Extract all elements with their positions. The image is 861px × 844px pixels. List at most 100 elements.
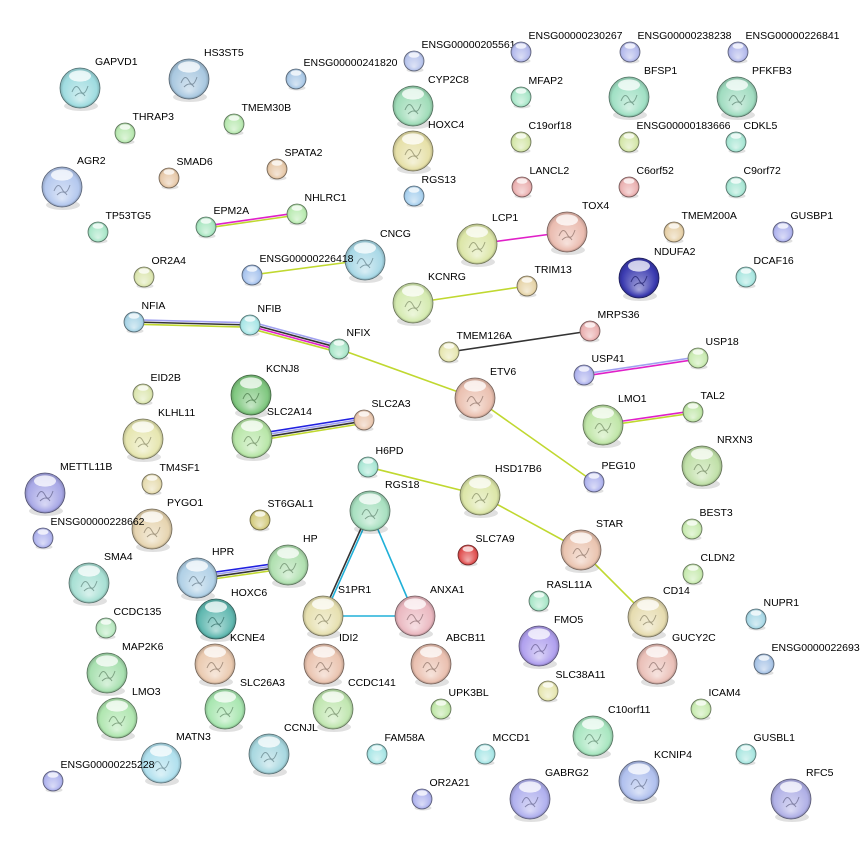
- node-hsd17b6[interactable]: HSD17B6: [459, 463, 542, 518]
- edge-nfia-nfib[interactable]: [133, 319, 251, 328]
- node-eid2b[interactable]: EID2B: [132, 372, 181, 406]
- node-lmo1[interactable]: LMO1: [582, 393, 647, 448]
- node-cd14[interactable]: CD14: [627, 585, 690, 640]
- node-ensg00000238238[interactable]: ENSG00000238238: [619, 30, 732, 64]
- node-klhl11[interactable]: KLHL11: [122, 407, 195, 462]
- node-slc38a11[interactable]: SLC38A11: [537, 669, 606, 703]
- node-c19orf18[interactable]: C19orf18: [510, 120, 572, 154]
- node-cncg[interactable]: CNCG: [344, 228, 411, 283]
- node-sma4[interactable]: SMA4: [68, 551, 133, 606]
- node-tmem30b[interactable]: TMEM30B: [223, 102, 291, 136]
- node-ccnjl[interactable]: CCNJL: [248, 722, 318, 777]
- node-mettl11b[interactable]: METTL11B: [24, 461, 112, 516]
- node-rasl11a[interactable]: RASL11A: [528, 579, 592, 613]
- node-s1pr1[interactable]: S1PR1: [302, 584, 371, 639]
- edge-epm2a-nhlrc1[interactable]: [205, 212, 298, 229]
- node-c6orf52[interactable]: C6orf52: [618, 165, 674, 199]
- node-tmem200a[interactable]: TMEM200A: [663, 210, 737, 244]
- node-hoxc4[interactable]: HOXC4: [392, 119, 464, 174]
- node-map2k6[interactable]: MAP2K6: [86, 641, 164, 696]
- edge-nfib-nfix[interactable]: [248, 321, 341, 353]
- node-fmo5[interactable]: FMO5: [518, 614, 583, 669]
- node-upk3bl[interactable]: UPK3BL: [430, 687, 489, 721]
- node-nfix[interactable]: NFIX: [328, 327, 370, 361]
- node-rgs18[interactable]: RGS18: [349, 479, 420, 534]
- node-hp[interactable]: HP: [267, 533, 318, 588]
- node-slc2a3[interactable]: SLC2A3: [353, 398, 411, 432]
- node-bfsp1[interactable]: BFSP1: [608, 65, 677, 120]
- node-kcnip4[interactable]: KCNIP4: [618, 749, 692, 804]
- node-matn3[interactable]: MATN3: [140, 731, 211, 786]
- node-cldn2[interactable]: CLDN2: [682, 552, 735, 586]
- node-ensg00000225228[interactable]: ENSG00000225228: [42, 759, 155, 793]
- node-ensg00000183666[interactable]: ENSG00000183666: [618, 120, 731, 154]
- node-ndufa2[interactable]: NDUFA2: [618, 246, 696, 301]
- node-best3[interactable]: BEST3: [681, 507, 733, 541]
- node-kcnrg[interactable]: KCNRG: [392, 271, 466, 326]
- node-peg10[interactable]: PEG10: [583, 460, 636, 494]
- node-idi2[interactable]: IDI2: [303, 632, 358, 687]
- node-gusbl1[interactable]: GUSBL1: [735, 732, 795, 766]
- node-lancl2[interactable]: LANCL2: [511, 165, 569, 199]
- node-mccd1[interactable]: MCCD1: [474, 732, 530, 766]
- node-rfc5[interactable]: RFC5: [770, 767, 834, 822]
- node-nupr1[interactable]: NUPR1: [745, 597, 799, 631]
- node-usp41[interactable]: USP41: [573, 353, 625, 387]
- node-smad6[interactable]: SMAD6: [158, 156, 213, 190]
- edge-nfix-etv6[interactable]: [338, 348, 476, 399]
- node-gapvd1[interactable]: GAPVD1: [59, 56, 138, 111]
- node-hs3st5[interactable]: HS3ST5: [168, 47, 244, 102]
- node-pfkfb3[interactable]: PFKFB3: [716, 65, 792, 120]
- node-mrps36[interactable]: MRPS36: [579, 309, 640, 343]
- node-gabrg2[interactable]: GABRG2: [509, 767, 589, 822]
- node-lmo3[interactable]: LMO3: [96, 686, 161, 741]
- node-trim13[interactable]: TRIM13: [516, 264, 572, 298]
- node-nrxn3[interactable]: NRXN3: [681, 434, 753, 489]
- node-ensg00000226841[interactable]: ENSG00000226841: [727, 30, 840, 64]
- node-slc2a14[interactable]: SLC2A14: [231, 406, 312, 461]
- node-agr2[interactable]: AGR2: [41, 155, 106, 210]
- node-or2a4[interactable]: OR2A4: [133, 255, 186, 289]
- node-ensg00000226932[interactable]: ENSG0000022693: [753, 642, 860, 676]
- node-tm4sf1[interactable]: TM4SF1: [141, 462, 200, 496]
- node-tox4[interactable]: TOX4: [546, 200, 609, 255]
- node-tmem126a[interactable]: TMEM126A: [438, 330, 512, 364]
- node-ensg00000230267[interactable]: ENSG00000230267: [510, 30, 623, 64]
- node-tp53tg5[interactable]: TP53TG5: [87, 210, 151, 244]
- node-cdkl5[interactable]: CDKL5: [725, 120, 778, 154]
- node-nfia[interactable]: NFIA: [123, 300, 165, 334]
- node-rgs13[interactable]: RGS13: [403, 174, 456, 208]
- node-kcnj8[interactable]: KCNJ8: [230, 363, 299, 418]
- node-usp18[interactable]: USP18: [687, 336, 739, 370]
- node-thrap3[interactable]: THRAP3: [114, 111, 174, 145]
- node-slc26a3[interactable]: SLC26A3: [204, 677, 285, 732]
- node-kcne4[interactable]: KCNE4: [194, 632, 265, 687]
- node-ensg00000205561[interactable]: ENSG00000205561: [403, 39, 516, 73]
- node-cyp2c8[interactable]: CYP2C8: [392, 74, 469, 129]
- node-nfib[interactable]: NFIB: [239, 303, 281, 337]
- node-gucy2c[interactable]: GUCY2C: [636, 632, 716, 687]
- node-epm2a[interactable]: EPM2A: [195, 205, 249, 239]
- node-st6gal1[interactable]: ST6GAL1: [249, 498, 314, 532]
- node-mfap2[interactable]: MFAP2: [510, 75, 563, 109]
- node-c10orf11[interactable]: C10orf11: [572, 704, 651, 759]
- node-ccdc141[interactable]: CCDC141: [312, 677, 396, 732]
- node-hoxc6[interactable]: HOXC6: [195, 587, 267, 642]
- node-ccdc135[interactable]: CCDC135: [95, 606, 162, 640]
- node-etv6[interactable]: ETV6: [454, 366, 516, 421]
- node-slc7a9[interactable]: SLC7A9: [457, 533, 515, 567]
- node-gusbp1[interactable]: GUSBP1: [772, 210, 833, 244]
- node-ensg00000226418[interactable]: ENSG00000226418: [241, 253, 354, 287]
- node-h6pd[interactable]: H6PD: [357, 445, 404, 479]
- node-icam4[interactable]: ICAM4: [690, 687, 741, 721]
- node-fam58a[interactable]: FAM58A: [366, 732, 425, 766]
- node-tal2[interactable]: TAL2: [682, 390, 725, 424]
- node-anxa1[interactable]: ANXA1: [394, 584, 465, 639]
- node-hpr[interactable]: HPR: [176, 546, 235, 601]
- node-or2a21[interactable]: OR2A21: [411, 777, 470, 811]
- node-pygo1[interactable]: PYGO1: [131, 497, 203, 552]
- edge-usp41-usp18[interactable]: [583, 356, 699, 377]
- node-dcaf16[interactable]: DCAF16: [735, 255, 794, 289]
- node-lcp1[interactable]: LCP1: [456, 212, 518, 267]
- node-ensg00000228662[interactable]: ENSG00000228662: [32, 516, 145, 550]
